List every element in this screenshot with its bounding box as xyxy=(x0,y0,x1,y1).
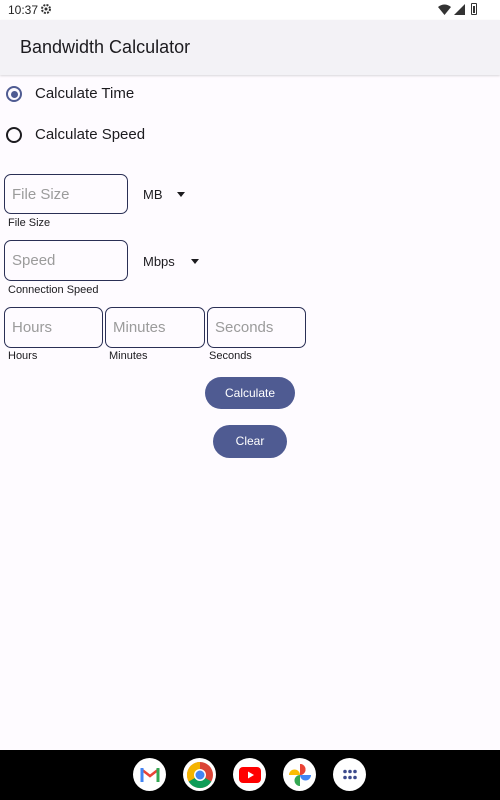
photos-glyph-icon xyxy=(288,763,311,786)
navigation-dock xyxy=(0,750,500,800)
hours-helper: Hours xyxy=(8,350,38,362)
radio-button-checked[interactable] xyxy=(6,86,22,102)
gmail-glyph-icon xyxy=(139,767,160,782)
seconds-input[interactable] xyxy=(207,307,306,348)
clear-button[interactable]: Clear xyxy=(213,425,287,458)
gmail-icon[interactable] xyxy=(133,758,166,791)
youtube-icon[interactable] xyxy=(233,758,266,791)
chrome-glyph-icon xyxy=(186,761,213,788)
app-drawer-dots-icon xyxy=(342,769,357,780)
dropdown-arrow-icon xyxy=(177,192,185,197)
radio-button-unchecked[interactable] xyxy=(6,127,22,143)
status-bar: 10:37 xyxy=(0,0,500,20)
status-time: 10:37 xyxy=(8,3,39,17)
hours-input[interactable] xyxy=(4,307,103,348)
minutes-helper: Minutes xyxy=(109,350,148,362)
radio-label-calculate-speed: Calculate Speed xyxy=(35,126,146,143)
photos-icon[interactable] xyxy=(283,758,316,791)
file-size-unit-dropdown[interactable]: MB xyxy=(143,186,193,204)
seconds-helper: Seconds xyxy=(209,350,252,362)
file-size-input[interactable] xyxy=(4,174,128,214)
dropdown-arrow-icon xyxy=(191,259,199,264)
battery-icon xyxy=(471,3,477,15)
app-bar: Bandwidth Calculator xyxy=(0,20,500,75)
cellular-signal-icon xyxy=(454,4,465,15)
radio-calculate-time[interactable]: Calculate Time xyxy=(0,78,500,112)
minutes-input[interactable] xyxy=(105,307,205,348)
speed-input[interactable] xyxy=(4,240,128,281)
speed-unit-value: Mbps xyxy=(143,254,175,269)
calculate-button[interactable]: Calculate xyxy=(205,377,295,409)
chrome-icon[interactable] xyxy=(183,758,216,791)
wifi-icon xyxy=(438,4,451,15)
settings-gear-icon xyxy=(41,4,51,14)
file-size-unit-value: MB xyxy=(143,187,163,202)
radio-calculate-speed[interactable]: Calculate Speed xyxy=(0,119,500,153)
app-drawer-icon[interactable] xyxy=(333,758,366,791)
file-size-helper: File Size xyxy=(8,217,51,229)
speed-unit-dropdown[interactable]: Mbps xyxy=(143,253,203,271)
speed-helper: Connection Speed xyxy=(8,284,99,296)
youtube-glyph-icon xyxy=(238,766,261,783)
radio-label-calculate-time: Calculate Time xyxy=(35,85,135,102)
app-title: Bandwidth Calculator xyxy=(20,37,191,57)
